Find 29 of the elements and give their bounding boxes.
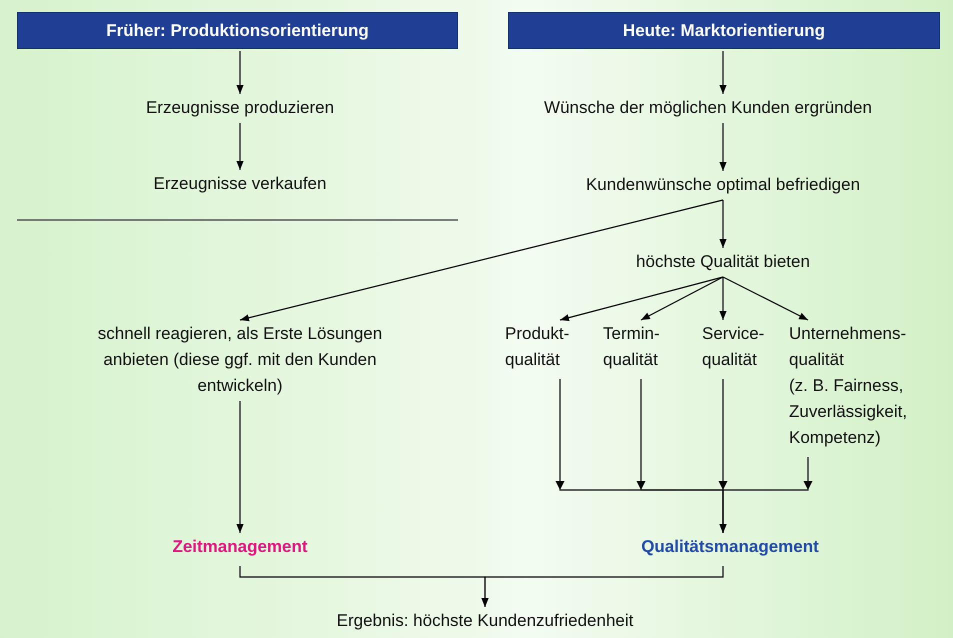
arrow xyxy=(236,51,244,94)
step-text: höchste Qualität bieten xyxy=(636,249,810,275)
step-text: Unternehmens- qualität xyxy=(789,323,906,371)
header-box: Früher: Produktionsorientierung xyxy=(17,12,458,49)
step-text: Kundenwünsche optimal befriedigen xyxy=(586,172,860,198)
arrow xyxy=(719,51,727,94)
header-box: Heute: Marktorientierung xyxy=(508,12,940,49)
arrow xyxy=(236,123,244,170)
arrow xyxy=(719,277,727,320)
arrow xyxy=(481,566,724,607)
arrow xyxy=(236,401,244,533)
result-heading: Qualitätsmanagement xyxy=(641,534,819,560)
step-text: Erzeugnisse verkaufen xyxy=(154,171,326,197)
arrow xyxy=(719,200,727,248)
step-text: Service- qualität xyxy=(702,321,764,373)
step-text: Erzeugnisse produzieren xyxy=(146,95,334,121)
arrow xyxy=(640,276,724,321)
example-text: (z. B. Fairness, Zuverlässigkeit, Kompetenz) xyxy=(789,375,908,449)
arrow xyxy=(719,457,809,533)
arrow xyxy=(722,276,808,321)
step-text: schnell reagieren, als Erste Lösungen anbieten (diese ggf. mit den Kunden entwickeln) xyxy=(75,321,405,399)
step-text: Ergebnis: höchste Kundenzufriedenheit xyxy=(336,608,634,634)
result-heading: Zeitmanagement xyxy=(172,534,308,560)
step-text: Termin- qualität xyxy=(603,321,660,373)
step-text: Wünsche der möglichen Kunden ergründen xyxy=(544,95,872,121)
arrow xyxy=(560,276,724,322)
step-text: Produkt- qualität xyxy=(505,321,570,373)
arrow xyxy=(240,199,724,322)
arrow xyxy=(719,123,727,171)
